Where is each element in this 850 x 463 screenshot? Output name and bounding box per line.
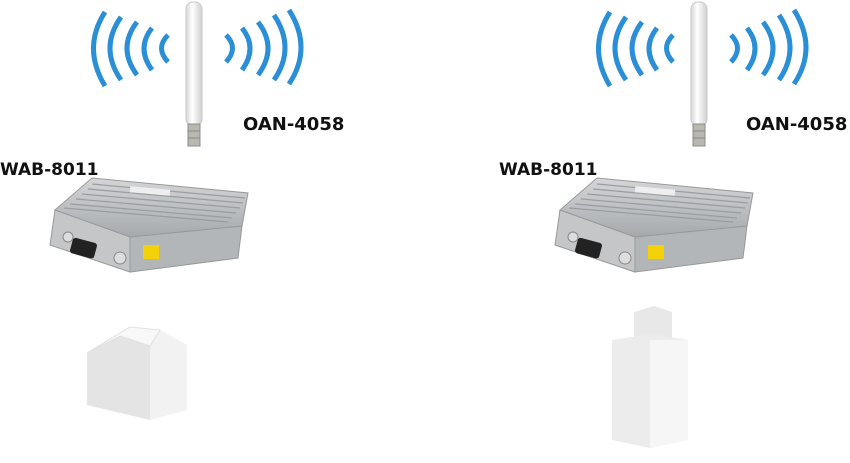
setup-left: OAN-4058 WAB-8011 <box>0 1 344 420</box>
antenna-label: OAN-4058 <box>243 114 344 135</box>
antenna-image <box>690 1 708 147</box>
antenna-image <box>185 1 203 147</box>
house-icon <box>86 326 187 420</box>
device-label: WAB-8011 <box>499 160 597 180</box>
tower-building-icon <box>612 306 688 448</box>
setup-right: OAN-4058 WAB-8011 <box>499 1 847 273</box>
access-point-device-image <box>554 177 754 273</box>
device-label: WAB-8011 <box>0 160 98 180</box>
access-point-device-image <box>49 177 249 273</box>
antenna-label: OAN-4058 <box>746 114 847 135</box>
